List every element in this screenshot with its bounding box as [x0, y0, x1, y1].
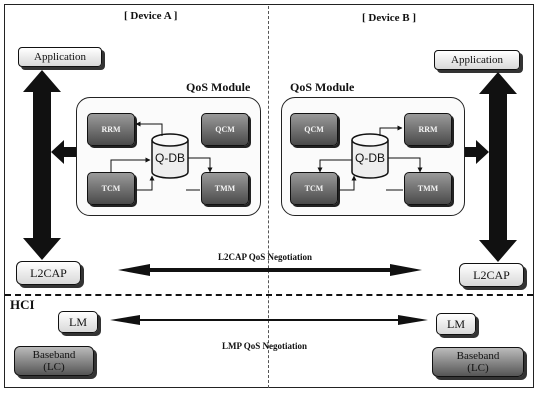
device-a-tmm-component: TMM [201, 172, 249, 205]
device-b-tcm-component: TCM [290, 172, 338, 205]
device-b-qdb-icon [351, 133, 389, 179]
device-a-qcm-component: QCM [201, 113, 249, 146]
device-a-application-box: Application [18, 47, 102, 67]
device-b-vertical-arrow [465, 72, 517, 262]
hci-label: HCI [10, 297, 35, 312]
device-b-connectors [317, 125, 423, 191]
device-b-qdb-label: Q-DB [355, 151, 385, 165]
device-a-baseband-label: Baseband [32, 349, 76, 361]
diagram-frame [4, 4, 534, 388]
device-b-title: [ Device B ] [362, 12, 417, 24]
device-a-l2cap-box: L2CAP [16, 261, 81, 285]
lmp-negotiation-arrow [110, 315, 428, 325]
device-a-qos-module-title: QoS Module [186, 80, 251, 94]
device-a-baseband-box: Baseband (LC) [14, 346, 94, 376]
device-a-title: [ Device A ] [124, 10, 178, 22]
device-a-tcm-component: TCM [87, 172, 135, 205]
device-a-lm-box: LM [58, 311, 98, 333]
device-b-rrm-component: RRM [404, 113, 452, 146]
hci-divider [5, 294, 533, 296]
device-b-qcm-component: QCM [290, 113, 338, 146]
device-a-vertical-arrow [23, 70, 76, 260]
device-b-application-box: Application [434, 50, 520, 70]
device-b-tmm-component: TMM [404, 172, 452, 205]
device-b-baseband-label: Baseband [456, 350, 500, 362]
device-a-qdb-icon [151, 133, 189, 179]
device-a-qdb-label: Q-DB [155, 151, 185, 165]
device-b-baseband-box: Baseband (LC) [432, 347, 524, 377]
device-b-lm-box: LM [436, 313, 476, 335]
device-b-qos-module-title: QoS Module [290, 80, 355, 94]
device-divider [268, 6, 269, 388]
device-b-l2cap-box: L2CAP [459, 263, 524, 287]
l2cap-negotiation-label: L2CAP QoS Negotiation [218, 252, 313, 262]
device-a-connectors [110, 121, 213, 191]
lmp-negotiation-label: LMP QoS Negotiation [222, 341, 307, 351]
l2cap-negotiation-arrow [118, 264, 422, 276]
device-a-rrm-component: RRM [87, 113, 135, 146]
device-a-baseband-lc-label: (LC) [43, 361, 65, 373]
device-b-baseband-lc-label: (LC) [467, 362, 489, 374]
